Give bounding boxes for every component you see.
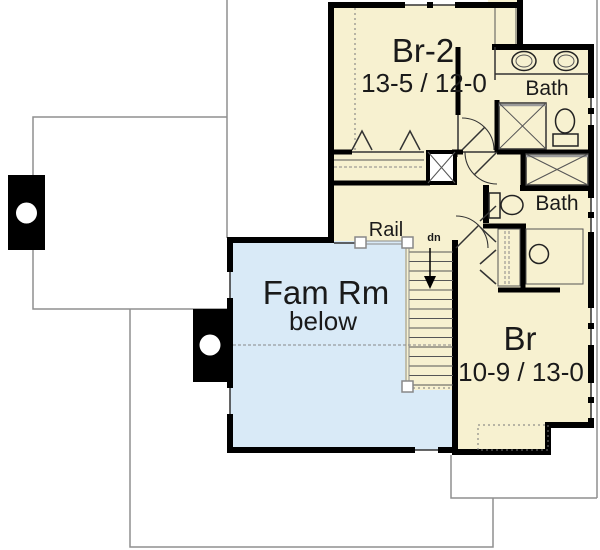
guide-lines bbox=[233, 8, 455, 389]
br-closet-outline bbox=[477, 424, 549, 451]
fam-rm-note-label: below bbox=[289, 306, 357, 336]
toilet1-bowl-icon bbox=[554, 108, 576, 134]
rail-lines-v bbox=[405, 241, 410, 386]
fam-rm-open-below bbox=[230, 241, 453, 450]
bath2-label: Bath bbox=[535, 192, 578, 215]
bath1-label: Bath bbox=[525, 77, 568, 100]
linen-closet bbox=[497, 228, 521, 287]
stairs bbox=[409, 248, 453, 386]
outline-bottom-left bbox=[129, 309, 494, 548]
bath2-fixtures bbox=[488, 153, 589, 287]
bath-hall-door-leaf bbox=[473, 151, 498, 176]
bifold-door-1 bbox=[351, 129, 373, 151]
rail-post-2 bbox=[401, 236, 414, 249]
lower-floor-outline bbox=[32, 0, 598, 548]
bath1-fixtures bbox=[495, 50, 589, 150]
window-right-4-mullion bbox=[588, 397, 594, 403]
walls bbox=[227, 0, 594, 455]
window-right-3-mullion bbox=[588, 323, 594, 329]
floor-fills bbox=[230, 0, 591, 452]
window-right-1-mullion bbox=[588, 108, 594, 114]
bath2-door-leaf-2 bbox=[479, 249, 497, 285]
br-door-leaf bbox=[455, 224, 480, 249]
sink-3-icon bbox=[528, 243, 550, 265]
shower2 bbox=[525, 153, 589, 186]
toilet1-tank-icon bbox=[552, 133, 579, 147]
shower2-x bbox=[525, 153, 589, 186]
windows bbox=[405, 2, 594, 418]
shower1 bbox=[498, 102, 547, 150]
outline-left-box bbox=[32, 116, 227, 310]
rail-label: Rail bbox=[369, 219, 403, 241]
outline-bottom-right bbox=[450, 455, 597, 499]
br-dims-label: 10-9 / 13-0 bbox=[458, 357, 584, 387]
vanity2-counter bbox=[525, 228, 584, 285]
toilet2-bowl-icon bbox=[500, 194, 524, 216]
fam-rm-name-label: Fam Rm bbox=[263, 274, 390, 311]
shower1-x bbox=[498, 102, 547, 150]
chimneys bbox=[8, 175, 229, 382]
rail-post-1 bbox=[354, 236, 367, 249]
toilet2-tank-icon bbox=[488, 192, 501, 219]
br2-dims-label: 13-5 / 12-0 bbox=[361, 68, 487, 98]
sink-2-icon bbox=[553, 50, 579, 72]
chimney-1-flue-icon bbox=[16, 202, 37, 224]
sink-1-icon bbox=[511, 50, 537, 72]
br2-name-label: Br-2 bbox=[392, 32, 454, 69]
down-label: dn bbox=[427, 232, 441, 244]
sink-2-basin-icon bbox=[557, 54, 575, 68]
labels: Br-2 13-5 / 12-0 Bath Bath Fam Rm below … bbox=[263, 32, 584, 387]
br2-door-leaf bbox=[461, 126, 486, 151]
chimney-2-flue-icon bbox=[199, 334, 221, 356]
chase-box-x bbox=[427, 151, 456, 184]
stair-treads bbox=[409, 251, 453, 386]
rail-lines-h bbox=[360, 240, 408, 245]
rail-post-3 bbox=[401, 380, 414, 393]
sink-1-basin-icon bbox=[515, 54, 533, 68]
window-top-mullion bbox=[427, 2, 433, 8]
chase-box bbox=[426, 150, 457, 185]
railing bbox=[354, 236, 414, 393]
linen-shelves bbox=[504, 231, 510, 284]
bifold-door-2 bbox=[399, 129, 421, 151]
doors bbox=[455, 117, 498, 285]
br2-closet bbox=[334, 129, 424, 168]
stair-direction-arrow-icon bbox=[424, 276, 436, 289]
br-name-label: Br bbox=[504, 320, 537, 357]
window-right-2-mullion bbox=[588, 212, 594, 218]
